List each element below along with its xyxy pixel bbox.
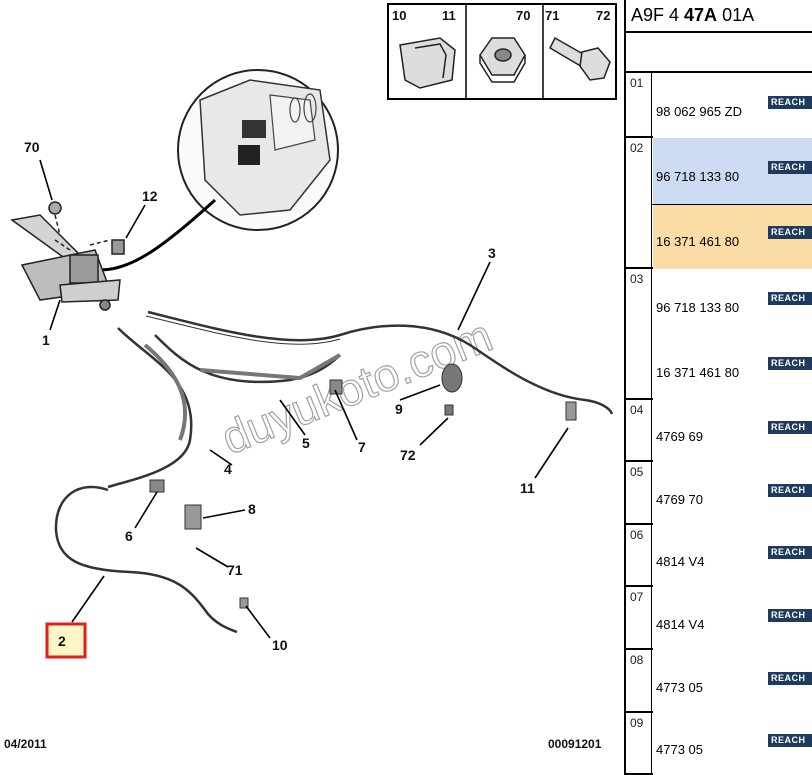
ref-bold: 47A	[684, 5, 718, 25]
callout-10: 10	[272, 637, 288, 653]
bolt-icon	[549, 36, 611, 81]
callout-6: 6	[125, 528, 133, 544]
callout-3: 3	[488, 245, 496, 261]
detail-inset	[99, 69, 339, 272]
clip-icon	[399, 37, 456, 89]
part-number[interactable]: 4769 70	[656, 491, 703, 507]
parts-row[interactable]: 4773 05 REACH 09	[626, 713, 812, 775]
callout-70: 70	[24, 139, 40, 155]
callout-2-highlight[interactable]: 2	[45, 622, 87, 659]
reach-badge: REACH	[768, 546, 812, 559]
row-index: 08	[626, 650, 652, 711]
reach-badge: REACH	[768, 421, 812, 434]
ref-suffix: 01A	[717, 5, 755, 25]
ref-prefix: A9F 4	[631, 5, 685, 25]
nut-icon	[479, 37, 526, 83]
row-index: 04	[626, 400, 652, 460]
reach-badge: REACH	[768, 608, 812, 622]
callout-8: 8	[248, 501, 256, 517]
reach-badge: REACH	[768, 734, 812, 747]
parts-row[interactable]: 4769 70 REACH 05	[626, 462, 812, 525]
legend-label-70: 70	[516, 8, 530, 23]
row-index: 03	[626, 269, 652, 398]
diagram-svg: duyukoto.com 10 11 70 71 72	[4, 3, 617, 751]
cables	[54, 310, 614, 634]
handbrake-lever	[10, 201, 125, 311]
row-index: 01	[626, 73, 652, 136]
parts-row[interactable]: 4814 V4 REACH 06	[626, 525, 812, 587]
part-number[interactable]: 96 718 133 80	[656, 299, 740, 315]
callout-12: 12	[142, 188, 158, 204]
callout-labels: 70 12 1 3 9 72 11 5 7 4 8 6 71 10 2	[24, 139, 535, 659]
part-number[interactable]: 4773 05	[656, 679, 703, 695]
callout-7: 7	[358, 439, 366, 455]
callout-4: 4	[224, 461, 232, 477]
parts-row[interactable]: 98 062 965 ZD REACH 01	[626, 73, 812, 138]
callout-11: 11	[520, 480, 535, 496]
footer-date: 04/2011	[4, 737, 47, 751]
legend-label-71: 71	[545, 8, 559, 23]
row-index: 07	[626, 587, 652, 648]
parts-row[interactable]: 4769 69 REACH 04	[626, 400, 812, 462]
callout-9: 9	[395, 401, 403, 417]
reach-badge: REACH	[768, 95, 812, 109]
callout-5: 5	[302, 435, 310, 451]
row-index: 02	[626, 138, 652, 267]
reach-badge: REACH	[768, 483, 812, 497]
callout-2: 2	[58, 633, 66, 649]
parts-diagram: duyukoto.com 10 11 70 71 72	[4, 3, 617, 751]
part-number[interactable]: 98 062 965 ZD	[656, 103, 743, 119]
legend-label-72: 72	[596, 8, 610, 23]
leader-lines	[39, 159, 569, 639]
callout-72: 72	[400, 447, 416, 463]
row-index: 09	[626, 713, 652, 773]
reach-badge: REACH	[768, 357, 812, 371]
part-number[interactable]: 16 371 461 80	[656, 234, 740, 250]
parts-row[interactable]: 4814 V4 REACH 07	[626, 587, 812, 650]
legend-label-10: 10	[392, 8, 406, 23]
part-number[interactable]: 4769 69	[656, 429, 703, 444]
parts-row[interactable]: 4773 05 REACH 08	[626, 650, 812, 713]
part-number[interactable]: 4814 V4	[656, 616, 705, 632]
legend-label-11: 11	[442, 8, 456, 23]
callout-71: 71	[227, 562, 243, 578]
callout-1: 1	[42, 332, 50, 348]
parts-row[interactable]: 96 718 133 80 REACH 16 371 461 80 REACH 03	[626, 269, 812, 400]
reach-badge: REACH	[768, 671, 812, 685]
row-index: 05	[626, 462, 652, 523]
part-number[interactable]: 16 371 461 80	[656, 365, 740, 381]
part-number[interactable]: 4814 V4	[656, 554, 705, 569]
part-number[interactable]: 96 718 133 80	[656, 168, 740, 184]
part-number[interactable]: 4773 05	[656, 742, 703, 757]
reach-badge: REACH	[768, 226, 812, 240]
reference-code: A9F 4 47A 01A	[626, 0, 812, 33]
fastener-legend: 10 11 70 71 72	[387, 3, 617, 100]
reach-badge: REACH	[768, 291, 812, 305]
sub-divider	[652, 203, 812, 205]
parts-row[interactable]: 96 718 133 80 REACH 16 371 461 80 REACH 02	[626, 138, 812, 269]
panel-blank-header	[626, 33, 812, 73]
reach-badge: REACH	[768, 160, 812, 174]
row-index: 06	[626, 525, 652, 585]
footer-code: 00091201	[548, 737, 602, 751]
